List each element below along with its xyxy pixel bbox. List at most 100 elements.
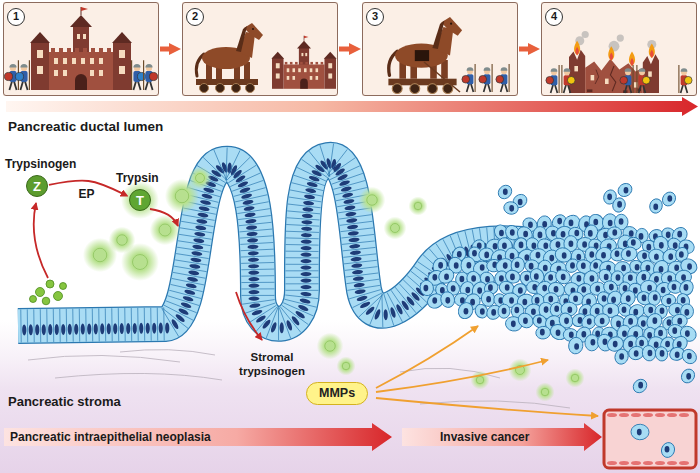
cell-nucleus [175,313,186,323]
trypsinogen-dot [30,296,37,303]
crack [595,70,599,84]
cell-nucleus [300,278,311,282]
trypsin-glow [536,383,555,402]
cell-border [285,290,318,291]
cell-nucleus [561,231,566,238]
cell-nucleus [626,295,631,302]
castle-roof [30,32,50,43]
cell-nucleus [600,318,605,325]
castle-window [304,68,307,72]
cell-nucleus [301,239,312,243]
cell-nucleus [548,274,553,281]
soldier-helmet [133,64,140,68]
cell-nucleus [554,286,559,293]
leak-arrow [236,292,262,340]
castle-roof [271,52,284,59]
enzyme-letter: T [136,194,144,207]
tumour-cell [568,336,584,354]
story-panel: 1 [3,2,159,96]
cell-nucleus [466,262,471,269]
cell-border [176,254,209,259]
trypsin-dot [159,224,171,236]
cell-nucleus [543,265,548,272]
cell-nucleus [491,309,496,316]
horse-wheel [232,84,241,93]
soldier-leg [145,81,148,90]
cell-nucleus [502,242,507,249]
cell-border [175,260,208,265]
cell-border [285,283,318,284]
cell-nucleus [607,194,612,201]
tumour-cell [585,334,599,351]
stroma-fiber [28,355,180,362]
cell-nucleus [270,322,278,334]
soldier-spear [143,60,144,90]
cell-nucleus [548,296,553,303]
endothelial-cell [619,413,629,417]
cell-border [286,244,319,246]
cell-border [242,300,275,305]
cell-border [341,234,374,238]
epithelium-outline [18,160,565,326]
trypsin-dot [117,235,128,246]
cell-nucleus [304,194,315,200]
soldier-spear [633,65,634,93]
cell-nucleus [165,322,169,333]
cell-nucleus [523,231,528,238]
secretion-arrow [34,203,48,278]
trypsinogen-dot [46,280,54,288]
trypsin-glow [384,217,407,240]
tumour-cell [607,227,621,239]
cell-nucleus [652,317,657,324]
soldier-head [21,65,27,71]
cell-nucleus [486,296,491,303]
endothelial-cell [631,461,641,465]
cell-border [238,215,271,219]
castle-ruin [569,50,585,93]
cell-nucleus [567,307,572,314]
cell-border [288,204,321,208]
trypsin-dot [414,202,422,210]
cell-border [178,241,211,246]
enzyme-letter: Z [33,180,41,193]
cell-nucleus [325,158,332,170]
cell-nucleus [528,221,533,228]
cell-nucleus [81,324,85,335]
soldier-leg [681,85,684,94]
soldier-leg [14,81,17,90]
cell-nucleus [247,238,258,243]
battlement [305,62,308,65]
castle-window [292,76,295,80]
cell-nucleus [641,320,646,327]
cell-nucleus [524,254,529,261]
castle-window [287,68,290,72]
cell-nucleus [244,212,256,218]
cell-nucleus [667,298,672,305]
cell-border [241,256,274,257]
cell-nucleus [301,233,312,237]
castle-window [287,76,290,80]
enzyme-box: MMPs [306,382,368,405]
cell-border [249,305,277,323]
cell-nucleus [192,244,204,250]
castle-hall [49,52,113,90]
trypsin-dot [325,341,336,352]
cell-nucleus [537,317,542,324]
cell-nucleus [299,298,311,305]
cell-nucleus [346,218,357,224]
castle-window [276,63,280,68]
cell-border [346,273,379,277]
trypsin-glow [337,357,356,376]
cell-nucleus [633,309,638,316]
castle-window [37,50,43,58]
cell-nucleus [55,324,59,335]
soldier-helmet [467,67,474,70]
cell-nucleus [639,233,644,240]
cell-nucleus [668,253,673,260]
tumour-cell [641,344,657,361]
cell-nucleus [351,263,362,268]
cell-nucleus [246,231,257,236]
soldier-leg [505,84,508,93]
castle-tower [31,42,49,90]
cell-nucleus [642,253,647,260]
